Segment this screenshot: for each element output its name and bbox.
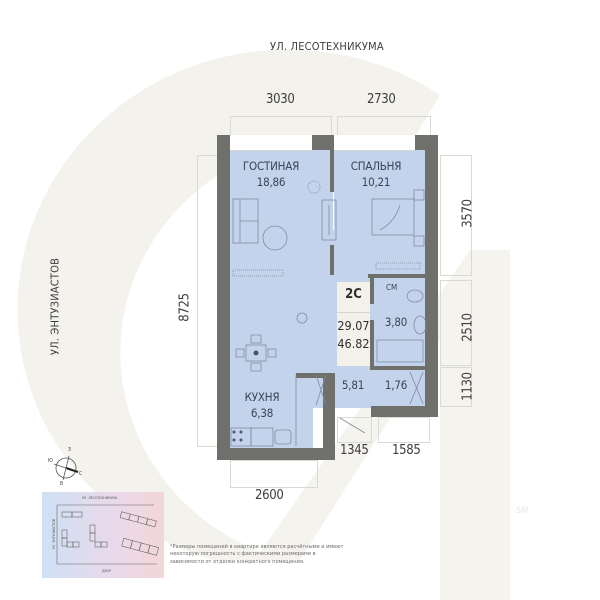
dim-box-right-middle bbox=[440, 280, 472, 366]
wall-bathroom-left-upper bbox=[370, 274, 374, 304]
dim-top-right: 2730 bbox=[367, 92, 396, 107]
dim-bottom-mid: 1345 bbox=[340, 443, 369, 458]
room-area-kitchen: 6,38 bbox=[250, 406, 274, 420]
dim-bottom-left: 2600 bbox=[255, 488, 284, 503]
wall-bathroom-storage bbox=[370, 366, 428, 370]
wall-bathroom-left-lower bbox=[370, 320, 374, 370]
info-divider bbox=[337, 312, 370, 313]
wall-bottom-kitchen bbox=[217, 448, 335, 460]
window-bedroom bbox=[334, 135, 415, 151]
room-name-kitchen: КУХНЯ bbox=[244, 390, 280, 404]
window-living bbox=[230, 135, 312, 151]
dim-right-middle: 2510 bbox=[460, 313, 476, 342]
compass-icon bbox=[53, 455, 79, 481]
dim-top-left: 3030 bbox=[266, 92, 295, 107]
apartment-type: 2С bbox=[345, 287, 362, 302]
wall-bedroom-bathroom bbox=[368, 274, 438, 278]
dim-box-bottom-left bbox=[230, 460, 318, 488]
compass-south: В bbox=[60, 481, 64, 487]
room-area-bedroom: 10,21 bbox=[361, 175, 391, 189]
room-area-hall: 5,81 bbox=[341, 378, 365, 392]
dim-right-upper: 3570 bbox=[460, 199, 476, 228]
apartment-info-box: 2С 29.07 46.82 bbox=[337, 282, 370, 366]
compass-east: С bbox=[79, 471, 83, 477]
watermark-sm: SM bbox=[516, 506, 529, 516]
dim-box-right-lower bbox=[440, 367, 472, 407]
compass: З С В Ю bbox=[48, 447, 84, 487]
room-name-living: ГОСТИНАЯ bbox=[242, 159, 300, 173]
dim-right-lower: 1130 bbox=[460, 372, 476, 401]
wall-kitchen-stub bbox=[296, 373, 335, 378]
wall-living-bedroom-lower bbox=[330, 245, 334, 275]
room-name-bathroom: СМ bbox=[386, 283, 398, 292]
floor-living-kitchen bbox=[230, 150, 313, 450]
street-left-label: УЛ. ЭНТУЗИАСТОВ bbox=[48, 257, 62, 356]
room-area-living: 18,86 bbox=[256, 175, 286, 189]
footnote-text: *Размеры помещений в квартире являются р… bbox=[170, 544, 344, 565]
dim-box-right-upper bbox=[440, 155, 472, 276]
minimap-top-street: УЛ. ЛЕСОТЕХНИКУМА bbox=[82, 496, 118, 500]
street-top-label: УЛ. ЛЕСОТЕХНИКУМА bbox=[270, 40, 384, 53]
room-area-storage: 1,76 bbox=[384, 378, 408, 392]
wall-left-outer bbox=[217, 135, 230, 460]
dim-bottom-right: 1585 bbox=[392, 443, 421, 458]
compass-west: Ю bbox=[48, 458, 53, 464]
site-minimap: УЛ. ЛЕСОТЕХНИКУМА УЛ. ЭНТУЗИАСТОВ ДВОР bbox=[42, 492, 164, 578]
compass-north: З bbox=[68, 447, 71, 453]
living-area-value: 29.07 bbox=[337, 318, 370, 333]
dim-box-bottom-right bbox=[378, 417, 430, 443]
dim-box-bottom-mid bbox=[337, 417, 372, 443]
wall-living-bedroom-upper bbox=[330, 150, 334, 192]
room-area-bathroom: 3,80 bbox=[384, 315, 408, 329]
dim-left-total: 8725 bbox=[177, 293, 193, 322]
wall-top-middle bbox=[312, 135, 334, 150]
wall-kitchen-right bbox=[323, 373, 335, 460]
room-name-bedroom: СПАЛЬНЯ bbox=[350, 159, 402, 173]
minimap-bottom-label: ДВОР bbox=[102, 569, 111, 573]
wall-bottom-right bbox=[371, 406, 438, 417]
minimap-buildings bbox=[56, 504, 159, 565]
total-area-value: 46.82 bbox=[337, 336, 370, 351]
